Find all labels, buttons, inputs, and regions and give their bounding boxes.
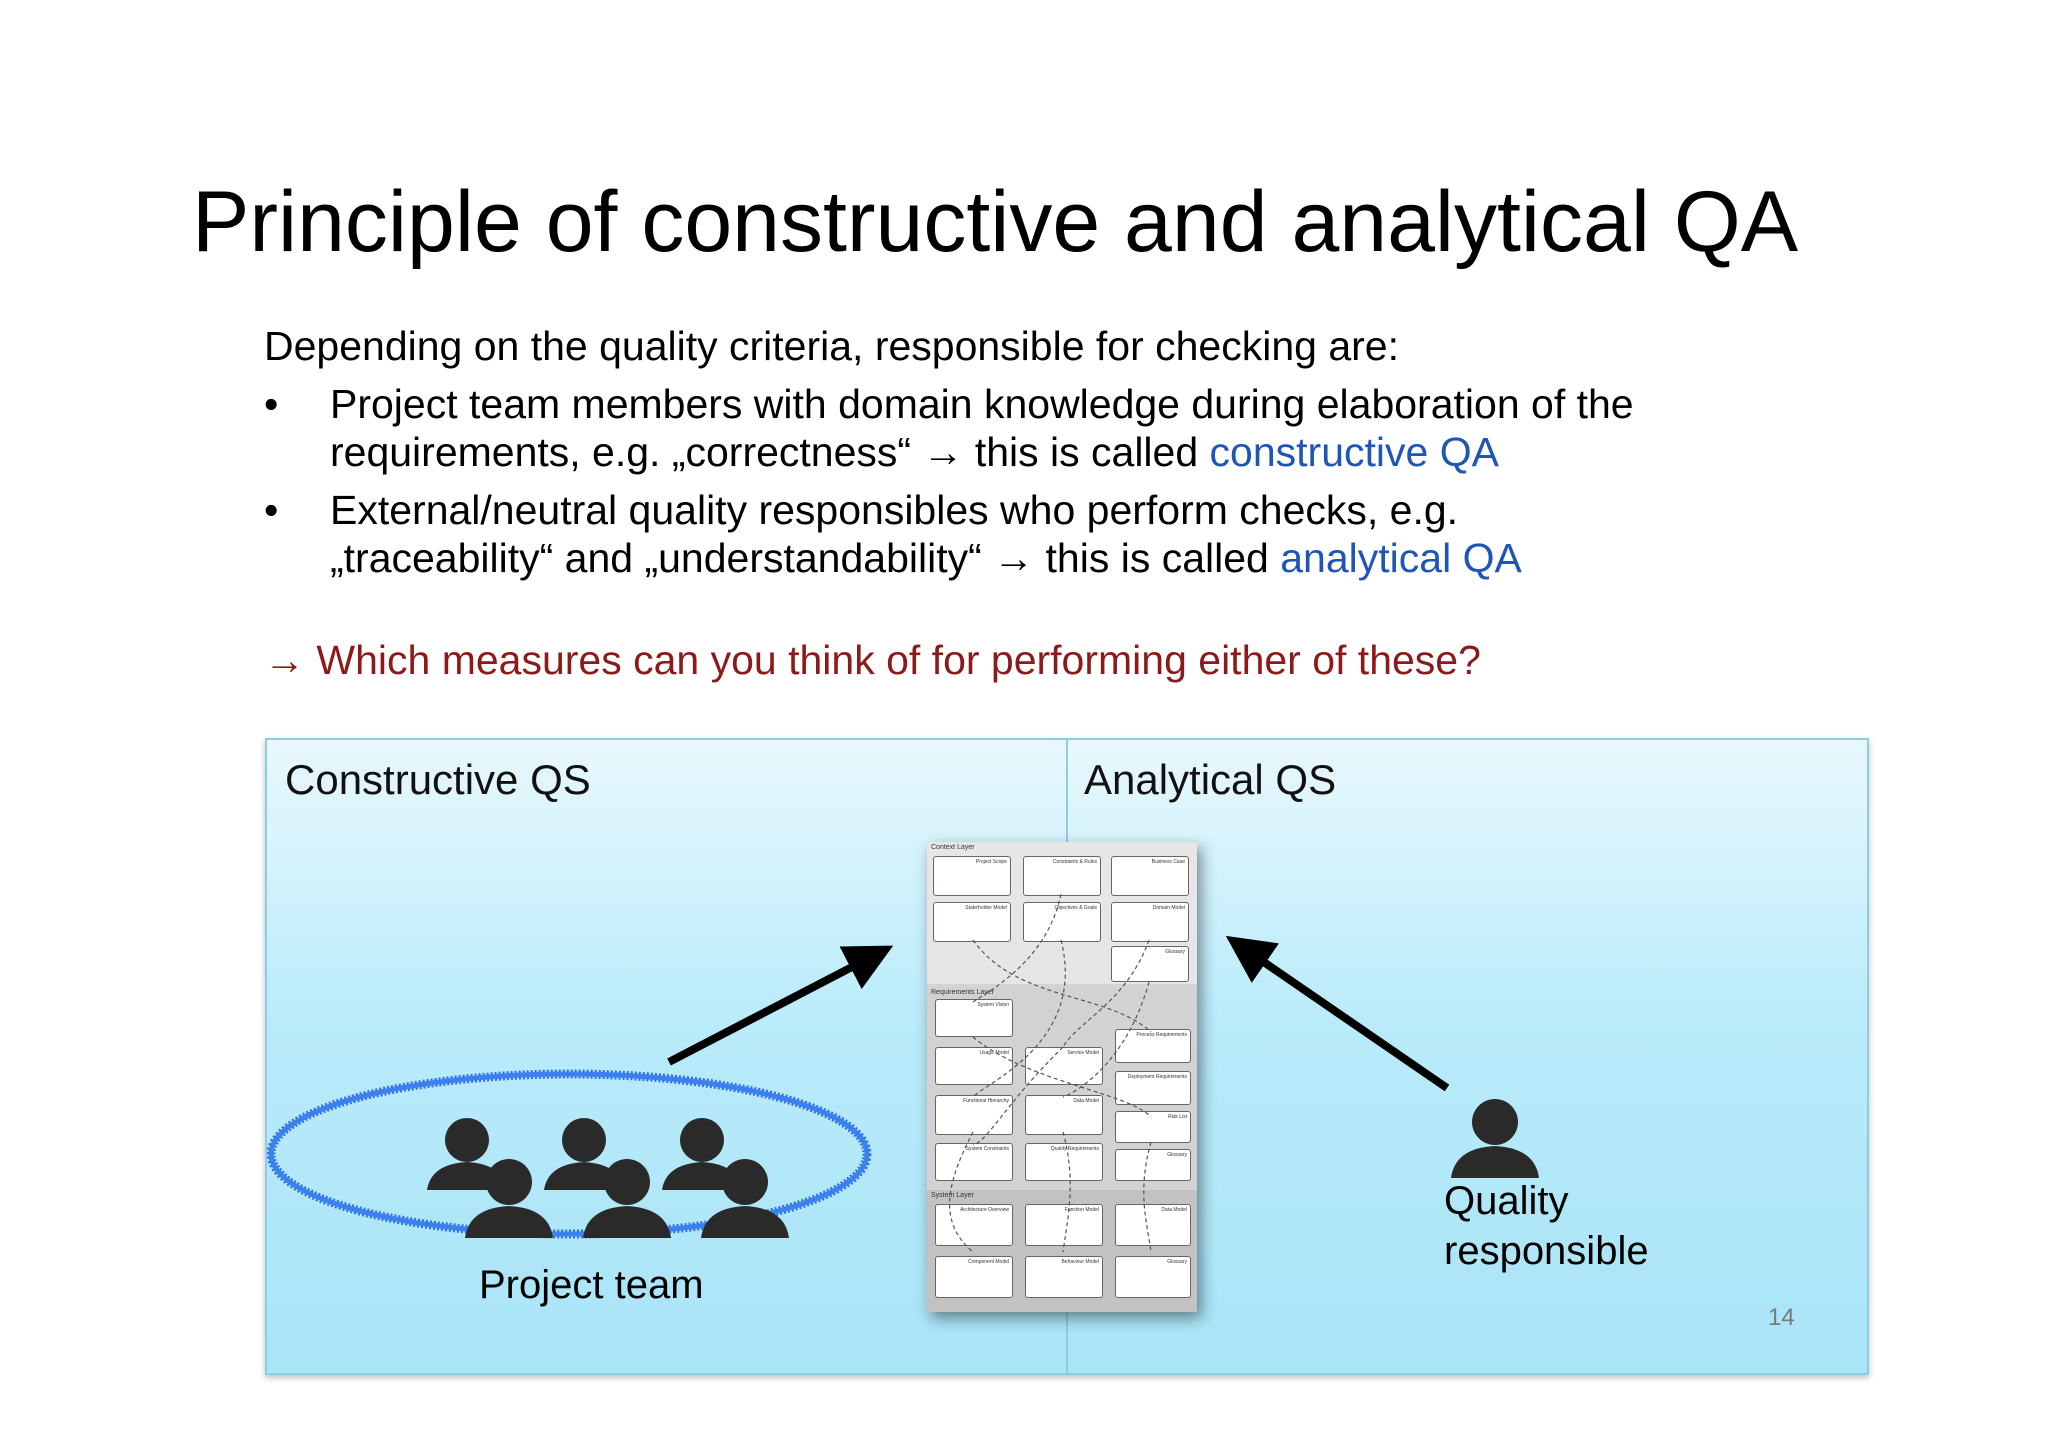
diagram-box: Service Model bbox=[1025, 1047, 1103, 1085]
bullet-marker: • bbox=[264, 381, 279, 427]
bullet-2-text: „traceability“ and „understandability“ →… bbox=[330, 535, 1281, 581]
diagram-box: Function Model bbox=[1025, 1204, 1103, 1246]
bullet-1-line-2: requirements, e.g. „correctness“ → this … bbox=[330, 428, 1824, 476]
diagram-box: Data Model bbox=[1025, 1095, 1103, 1135]
system-layer: System Layer Architecture Overview Funct… bbox=[927, 1190, 1197, 1312]
layer-title: Context Layer bbox=[931, 844, 975, 851]
constructive-qs-label: Constructive QS bbox=[285, 756, 591, 803]
diagram-box: Risk List bbox=[1115, 1111, 1191, 1143]
diagram-box: Domain Model bbox=[1111, 902, 1189, 942]
layer-title: System Layer bbox=[931, 1192, 974, 1199]
bullet-item-2: • External/neutral quality responsibles … bbox=[264, 486, 1824, 582]
question-text: → Which measures can you think of for pe… bbox=[264, 637, 1481, 683]
requirements-layer: Requirements Layer System Vision Process… bbox=[927, 987, 1197, 1187]
bullet-item-1: • Project team members with domain knowl… bbox=[264, 380, 1824, 476]
artifact-model-diagram: Context Layer Project Scope Constraints … bbox=[927, 842, 1197, 1312]
page-number: 14 bbox=[1768, 1304, 1795, 1331]
diagram-box: Glossary bbox=[1115, 1256, 1191, 1298]
slide-title: Principle of constructive and analytical… bbox=[192, 174, 1799, 270]
diagram-box: Usage Model bbox=[935, 1047, 1013, 1085]
project-team-icon bbox=[427, 1118, 789, 1238]
project-team-label: Project team bbox=[479, 1263, 704, 1307]
constructive-qa-term: constructive QA bbox=[1209, 429, 1499, 475]
responsible-arrow bbox=[1225, 935, 1450, 1092]
diagram-box: Behaviour Model bbox=[1025, 1256, 1103, 1298]
person-icon bbox=[465, 1159, 553, 1238]
slide-body: Depending on the quality criteria, respo… bbox=[264, 322, 1824, 684]
diagram-box: System Constraints bbox=[935, 1143, 1013, 1181]
bullet-2-line-1: External/neutral quality responsibles wh… bbox=[330, 487, 1459, 533]
analytical-qa-term: analytical QA bbox=[1280, 535, 1522, 581]
diagram-box: Component Model bbox=[935, 1256, 1013, 1298]
context-layer: Context Layer Project Scope Constraints … bbox=[927, 842, 1197, 984]
diagram-trace-links bbox=[949, 893, 1152, 1253]
analytical-qs-label: Analytical QS bbox=[1084, 756, 1337, 803]
bullet-1-text: requirements, e.g. „correctness“ → this … bbox=[330, 429, 1210, 475]
diagram-box: Project Scope bbox=[933, 856, 1011, 896]
diagram-box: Data Model bbox=[1115, 1204, 1191, 1246]
diagram-box: Stakeholder Model bbox=[933, 902, 1011, 942]
diagram-box: Business Case bbox=[1111, 856, 1189, 896]
quality-responsible-icon bbox=[1451, 1099, 1539, 1178]
person-icon bbox=[544, 1118, 624, 1190]
intro-text: Depending on the quality criteria, respo… bbox=[264, 323, 1399, 369]
diagram-box: Deployment Requirements bbox=[1115, 1071, 1191, 1105]
diagram-box: Architecture Overview bbox=[935, 1204, 1013, 1246]
diagram-box: Objectives & Goals bbox=[1023, 902, 1101, 942]
bullet-2-line-2: „traceability“ and „understandability“ →… bbox=[330, 534, 1824, 582]
figure-arrows bbox=[267, 935, 1450, 1239]
bullet-marker: • bbox=[264, 487, 279, 533]
diagram-box: Constraints & Rules bbox=[1023, 856, 1101, 896]
team-arrow bbox=[667, 945, 894, 1066]
person-icon bbox=[662, 1118, 742, 1190]
person-icon bbox=[701, 1159, 789, 1238]
diagram-box: Glossary bbox=[1111, 946, 1189, 982]
person-icon bbox=[583, 1159, 671, 1238]
diagram-box: System Vision bbox=[935, 999, 1013, 1037]
diagram-box: Functional Hierarchy bbox=[935, 1095, 1013, 1135]
layer-title: Requirements Layer bbox=[931, 989, 995, 996]
diagram-box: Glossary bbox=[1115, 1149, 1191, 1181]
bullet-1-line-1: Project team members with domain knowled… bbox=[330, 381, 1634, 427]
qa-figure-panel: Constructive QS Analytical QS Projec bbox=[265, 738, 1869, 1375]
diagram-box: Quality Requirements bbox=[1025, 1143, 1103, 1181]
quality-responsible-label: Quality responsible bbox=[1444, 1179, 1649, 1273]
